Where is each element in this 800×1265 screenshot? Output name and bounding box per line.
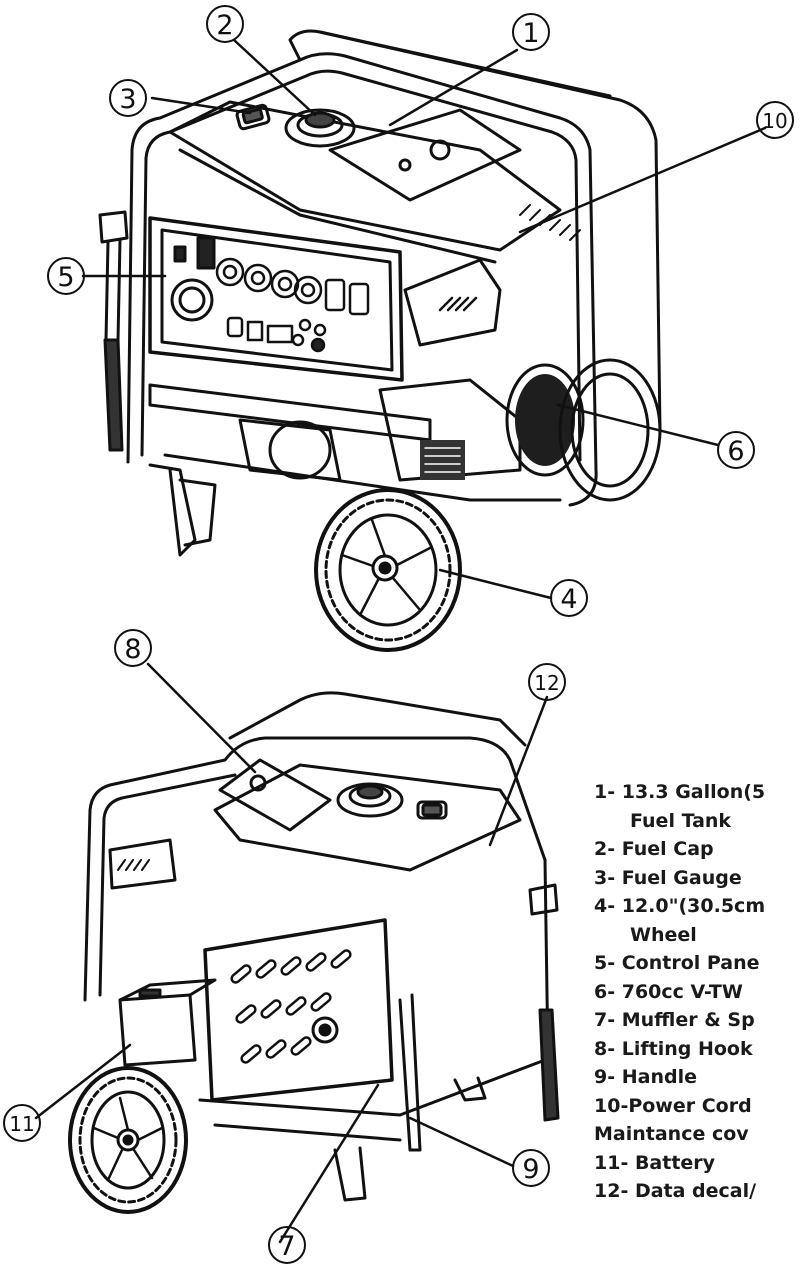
callout-2-label: 2 [216,10,233,41]
callout-4-label: 4 [560,584,577,615]
callout-7: 7 [268,1226,306,1264]
legend-item-1-cont: Fuel Tank [630,809,732,832]
callout-8: 8 [114,629,152,667]
legend-item-8: 8- Lifting Hook [594,1037,753,1060]
callout-9: 9 [512,1149,550,1187]
legend-item-3: 3- Fuel Gauge [594,866,742,889]
callout-8-label: 8 [124,634,141,665]
callout-11-label: 11 [9,1112,34,1136]
callout-3-label: 3 [119,84,136,115]
callout-4: 4 [550,579,588,617]
legend-item-2: 2- Fuel Cap [594,838,714,860]
callout-5-label: 5 [57,262,74,293]
legend-item-7: 7- Muffler & Sp [594,1009,755,1031]
legend-item-4-cont: Wheel [630,923,697,946]
callout-11: 11 [3,1104,41,1142]
legend-item-5: 5- Control Pane [594,952,760,974]
callout-2: 2 [206,5,244,43]
legend-item-1: 1- 13.3 Gallon(5 [594,781,766,803]
leader-lines [34,38,767,1244]
legend-item-10-cont: Maintance cov [594,1123,749,1145]
callout-7-label: 7 [278,1231,295,1262]
callout-5: 5 [47,257,85,295]
callout-10: 10 [756,101,794,139]
callout-1: 1 [512,13,550,51]
generator-rear-view [68,691,560,1214]
generator-front-view [98,29,662,652]
callout-6: 6 [717,431,755,469]
callout-3: 3 [109,79,147,117]
parts-legend: 1- 13.3 Gallon(5 Fuel Tank 2- Fuel Cap 3… [594,778,800,1206]
legend-item-9: 9- Handle [594,1066,697,1088]
callout-9-label: 9 [522,1154,539,1185]
callout-12: 12 [528,663,566,701]
legend-item-11: 11- Battery [594,1151,716,1174]
callout-1-label: 1 [522,18,539,49]
legend-item-6: 6- 760cc V-TW [594,980,743,1003]
legend-item-10: 10-Power Cord [594,1094,752,1117]
legend-item-12: 12- Data decal/ [594,1180,757,1202]
legend-item-4: 4- 12.0"(30.5cm [594,895,766,917]
callout-12-label: 12 [534,671,559,695]
callout-10-label: 10 [762,109,787,133]
callout-6-label: 6 [727,436,744,467]
